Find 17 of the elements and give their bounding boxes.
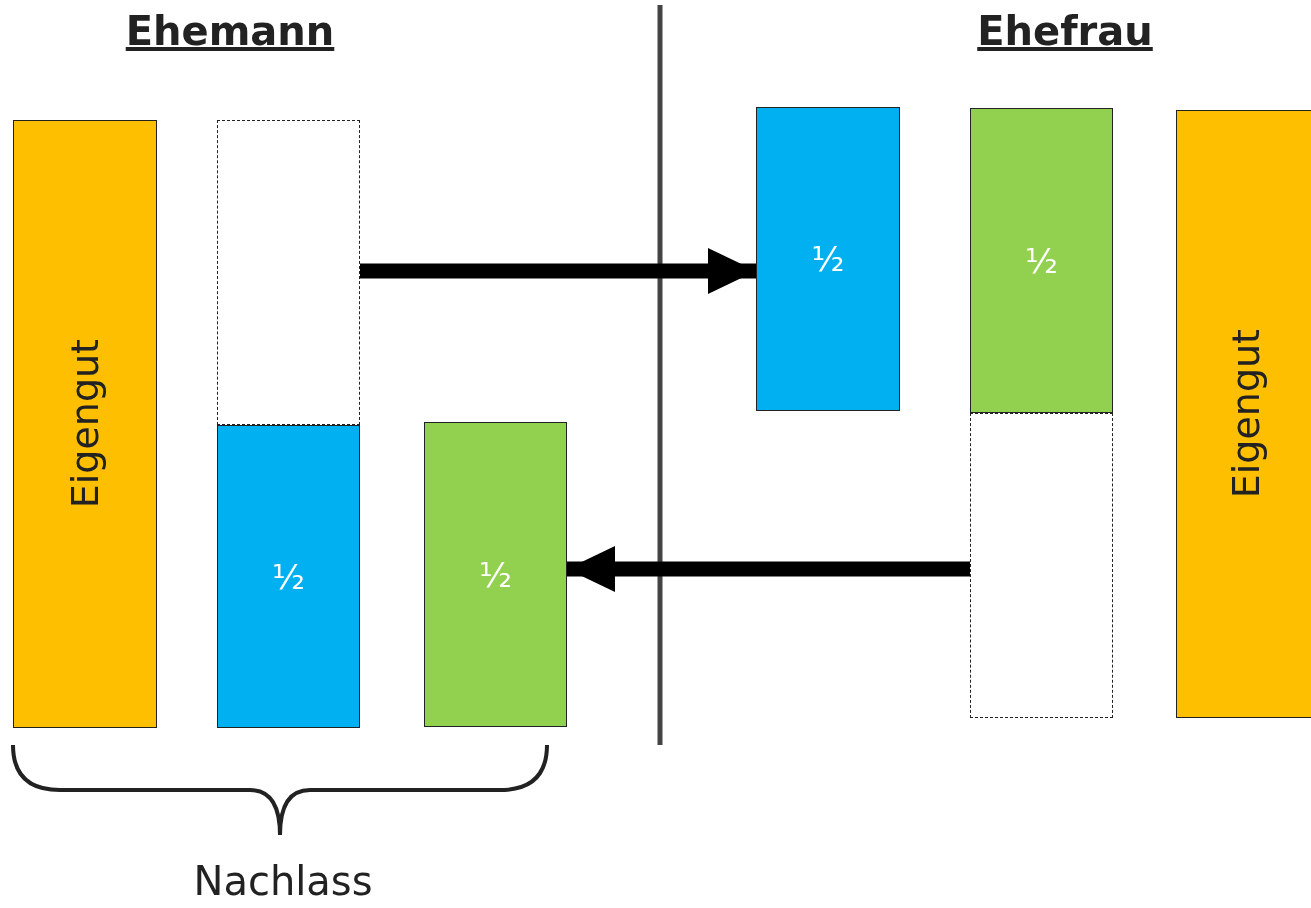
heading: Ehemann [125,8,335,54]
fraction-label: ½ [272,556,305,597]
fraction-label: ½ [479,554,512,595]
bar-label: Eigengut [63,339,107,509]
share-bar [756,107,900,411]
bar-label: Eigengut [1224,329,1268,499]
arrow [567,546,970,592]
arrow [360,248,756,294]
heading: Ehefrau [977,8,1153,54]
share-bar [970,108,1113,413]
share-bar [217,425,360,728]
fraction-label: ½ [1025,240,1058,281]
brace-label: Nachlass [193,858,373,904]
portion-bar [1176,110,1311,718]
portion-bar [13,120,157,728]
share-bar [424,422,567,727]
fraction-label: ½ [811,239,845,279]
